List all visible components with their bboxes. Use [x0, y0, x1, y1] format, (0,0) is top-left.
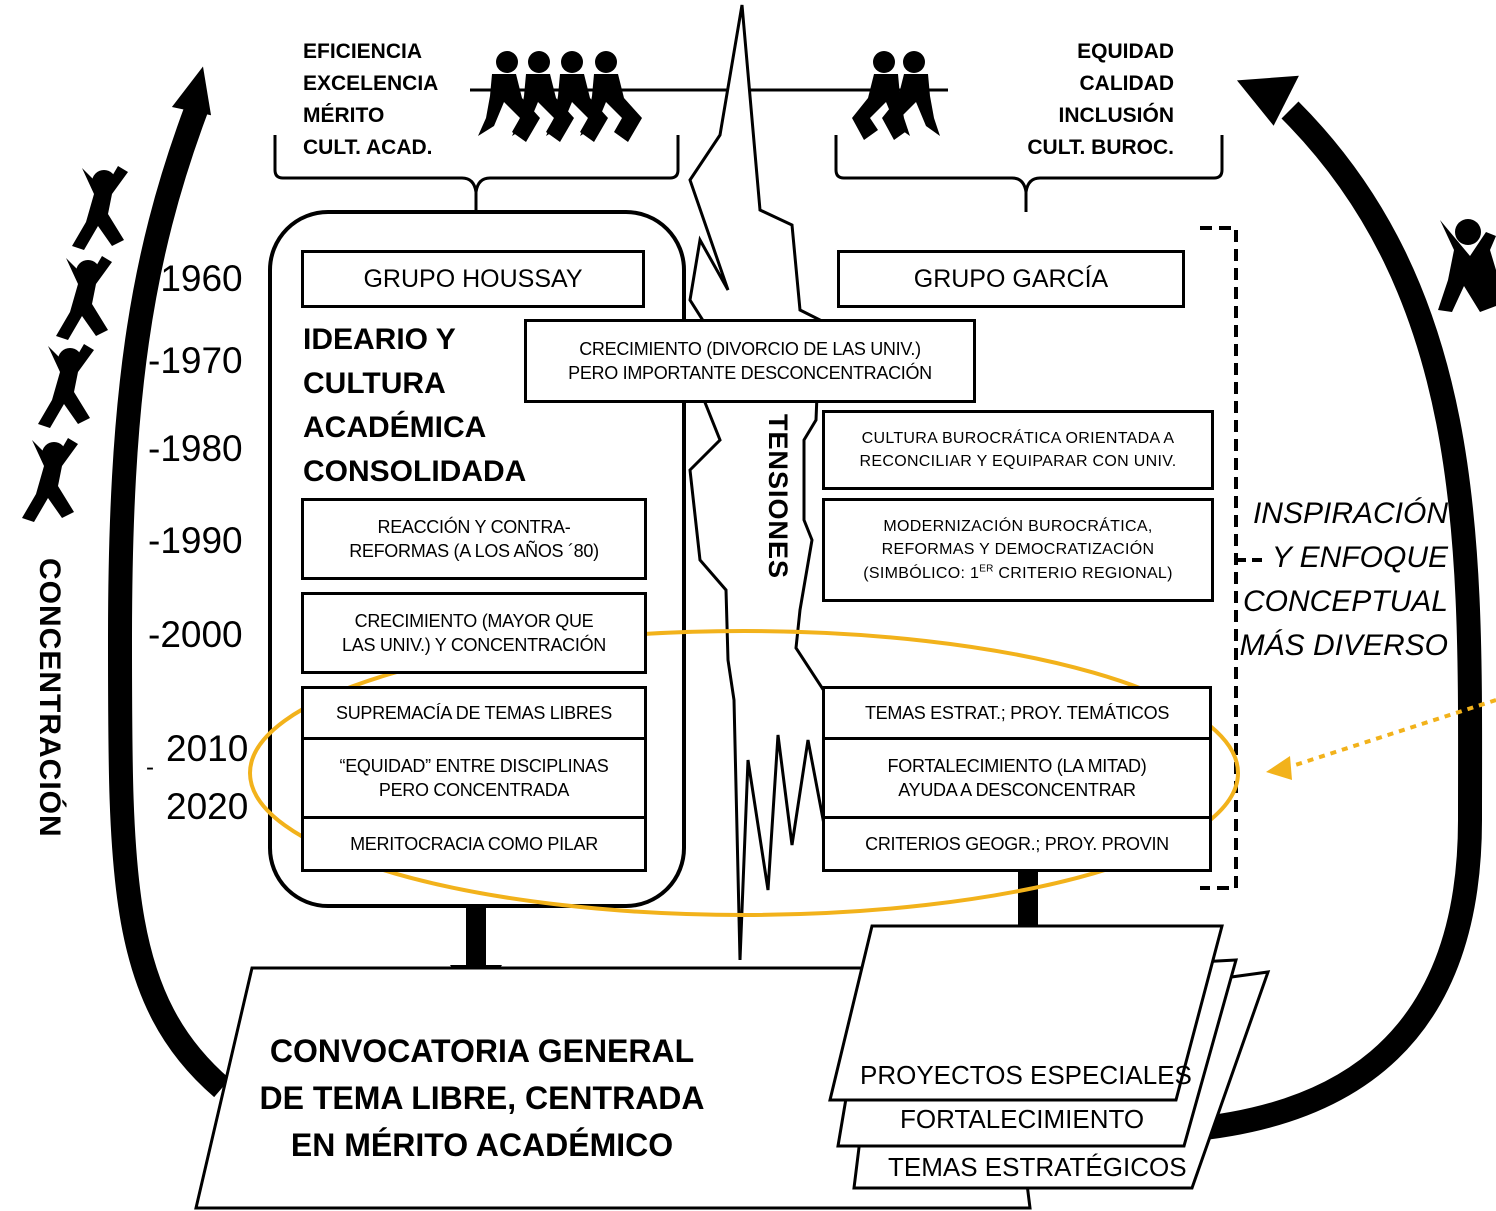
year-2010: 2010	[166, 728, 249, 769]
ideario-title: IDEARIO Y CULTURA ACADÉMICA CONSOLIDADA	[303, 323, 527, 488]
value-eficiencia: EFICIENCIA	[303, 40, 423, 63]
stack-fortalecimiento: FORTALECIMIENTO	[900, 1104, 1145, 1134]
stack-proyectos-especiales: PROYECTOS ESPECIALES	[860, 1060, 1192, 1090]
jumping-person-icon	[22, 166, 128, 522]
modernizacion-sup: ER	[979, 563, 994, 575]
crecimiento-divorcio-label: CRECIMIENTO (DIVORCIO DE LAS UNIV.) PERO…	[568, 338, 932, 383]
temas-estrat-label: TEMAS ESTRAT.; PROY. TEMÁTICOS	[864, 702, 1170, 723]
box-modernizacion: MODERNIZACIÓN BUROCRÁTICA, REFORMAS Y DE…	[822, 498, 1214, 602]
value-calidad: CALIDAD	[1079, 72, 1175, 95]
criterios-label: CRITERIOS GEOGR.; PROY. PROVIN	[865, 833, 1169, 854]
box-crecimiento-mayor: CRECIMIENTO (MAYOR QUE LAS UNIV.) Y CONC…	[301, 592, 647, 674]
left-rounded-panel	[268, 210, 686, 908]
right-values: EQUIDAD CALIDAD INCLUSIÓN CULT. BUROC.	[1027, 36, 1174, 164]
box-equidad: “EQUIDAD” ENTRE DISCIPLINAS PERO CONCENT…	[301, 737, 647, 819]
grupo-garcia-label: GRUPO GARCÍA	[913, 264, 1109, 293]
box-reaccion: REACCIÓN Y CONTRA- REFORMAS (A LOS AÑOS …	[301, 498, 647, 580]
year-dash: -	[146, 754, 154, 781]
value-excelencia: EXCELENCIA	[303, 72, 439, 95]
box-fortalecimiento: FORTALECIMIENTO (LA MITAD) AYUDA A DESCO…	[822, 737, 1212, 819]
equidad-label: “EQUIDAD” ENTRE DISCIPLINAS PERO CONCENT…	[339, 755, 609, 800]
tug-of-war-right-icon	[852, 51, 940, 140]
modernizacion-l3a: (SIMBÓLICO: 1	[863, 564, 980, 582]
modernizacion-line2: REFORMAS Y DEMOCRATIZACIÓN	[881, 541, 1155, 559]
modernizacion-line1: MODERNIZACIÓN BUROCRÁTICA,	[883, 518, 1153, 536]
grupo-houssay-label: GRUPO HOUSSAY	[363, 264, 583, 293]
cultura-burocratica-label: CULTURA BUROCRÁTICA ORIENTADA A RECONCIL…	[859, 429, 1177, 470]
stack-temas-estrategicos: TEMAS ESTRATÉGICOS	[888, 1152, 1187, 1182]
box-supremacia: SUPREMACÍA DE TEMAS LIBRES	[301, 686, 647, 740]
curved-arrow-icon	[107, 105, 230, 1098]
value-equidad: EQUIDAD	[1077, 40, 1174, 63]
value-cult-buroc: CULT. BUROC.	[1027, 136, 1174, 159]
modernizacion-l3b: CRITERIO REGIONAL)	[993, 564, 1173, 582]
year-1990: -1990	[148, 520, 243, 561]
jumping-person-icon	[1438, 219, 1496, 312]
highlight-ellipse	[248, 629, 1240, 917]
modernizacion-label: MODERNIZACIÓN BUROCRÁTICA, REFORMAS Y DE…	[863, 515, 1173, 585]
curved-arrow-icon	[1184, 101, 1483, 1142]
grupo-houssay: GRUPO HOUSSAY	[301, 250, 645, 308]
box-temas-estrat: TEMAS ESTRAT.; PROY. TEMÁTICOS	[822, 686, 1212, 740]
year-2000: -2000	[148, 614, 243, 655]
bottom-parallelogram	[194, 966, 1032, 1210]
box-cultura-burocratica: CULTURA BUROCRÁTICA ORIENTADA A RECONCIL…	[822, 410, 1214, 490]
value-inclusion: INCLUSIÓN	[1058, 104, 1175, 127]
tensiones-label: TENSIONES	[763, 414, 793, 580]
grupo-garcia: GRUPO GARCÍA	[837, 250, 1185, 308]
box-crecimiento-divorcio: CRECIMIENTO (DIVORCIO DE LAS UNIV.) PERO…	[524, 319, 976, 403]
convocatoria-text: CONVOCATORIA GENERAL DE TEMA LIBRE, CENT…	[259, 1033, 705, 1163]
tug-of-war-left-icon	[478, 51, 642, 142]
dotted-arrow-icon	[1285, 698, 1496, 770]
left-values: EFICIENCIA EXCELENCIA MÉRITO CULT. ACAD.	[303, 36, 438, 164]
meritocracia-label: MERITOCRACIA COMO PILAR	[350, 833, 598, 854]
inspiracion-note: INSPIRACIÓN Y ENFOQUE CONCEPTUAL MÁS DIV…	[1239, 497, 1448, 662]
value-cult-acad: CULT. ACAD.	[303, 136, 433, 159]
year-1960: -1960	[148, 258, 243, 299]
concentracion-label: CONCENTRACIÓN	[33, 558, 66, 838]
fortalecimiento-label: FORTALECIMIENTO (LA MITAD) AYUDA A DESCO…	[887, 755, 1147, 800]
crecimiento-mayor-label: CRECIMIENTO (MAYOR QUE LAS UNIV.) Y CONC…	[342, 610, 606, 655]
box-meritocracia: MERITOCRACIA COMO PILAR	[301, 816, 647, 872]
year-1980: -1980	[148, 428, 243, 469]
year-1970: -1970	[148, 340, 243, 381]
modernizacion-line3: (SIMBÓLICO: 1ER CRITERIO REGIONAL)	[863, 562, 1173, 585]
year-2020: 2020	[166, 786, 249, 827]
value-merito: MÉRITO	[303, 104, 385, 127]
lightning-zigzag-icon	[688, 4, 832, 961]
reaccion-label: REACCIÓN Y CONTRA- REFORMAS (A LOS AÑOS …	[349, 516, 599, 561]
supremacia-label: SUPREMACÍA DE TEMAS LIBRES	[336, 702, 612, 723]
box-criterios: CRITERIOS GEOGR.; PROY. PROVIN	[822, 816, 1212, 872]
